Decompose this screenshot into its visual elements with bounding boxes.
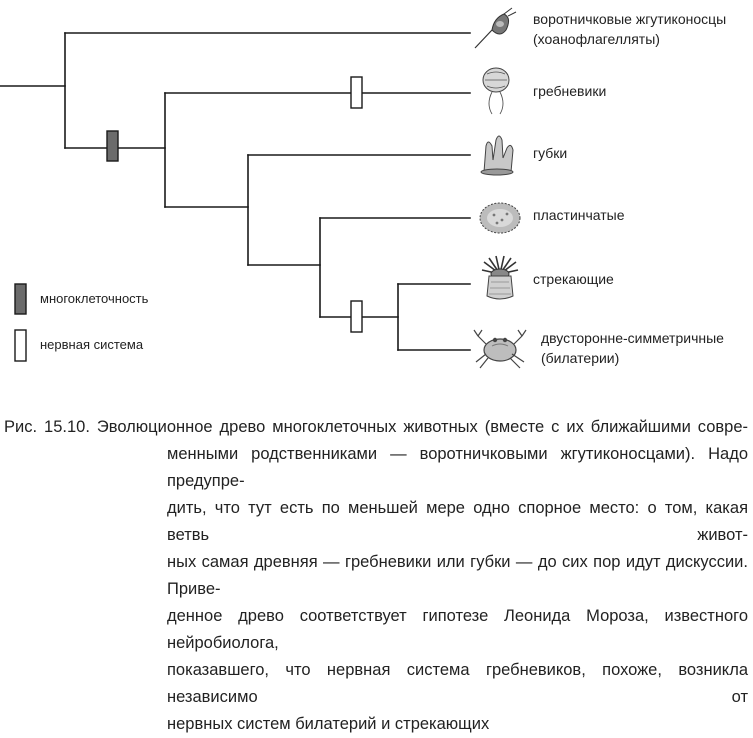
multicellularity-marker — [106, 130, 119, 162]
taxon-label-placozoa: пластинчатые — [533, 207, 625, 223]
taxon-label-sponges: губки — [533, 145, 568, 161]
ctenophore-icon — [482, 67, 510, 115]
taxon-label-ctenophores: гребневики — [533, 83, 607, 99]
caption-label: Рис. 15.10. — [4, 418, 90, 436]
nervous-system-marker-ctenophores — [350, 76, 363, 109]
legend-nervous-system-swatch — [14, 329, 27, 362]
taxon-label-choanoflagellates: воротничковые жгутиконосцы (хоанофлагелл… — [533, 11, 727, 47]
sea-anemone-icon — [481, 255, 519, 300]
caption-line: показавшего, что нервная система гребнев… — [167, 661, 748, 706]
taxon-label-bilaterians: двусторонне-симметричные (билатерии) — [541, 330, 724, 366]
caption-body: менными родственниками — воротничковыми … — [4, 441, 748, 738]
caption-line: Эволюционное древо многоклеточных животн… — [96, 418, 748, 436]
caption-first-line: Рис. 15.10. Эволюционное древо многоклет… — [4, 414, 748, 441]
sponge-icon — [480, 135, 514, 176]
caption-line: денное древо соответствует гипотезе Леон… — [167, 607, 748, 652]
taxon-label-cnidarians: стрекающие — [533, 271, 614, 287]
placozoa-icon — [479, 202, 521, 234]
caption-line: ных самая древняя — гребневики или губки… — [167, 553, 748, 598]
legend-label-nervous-system: нервная система — [40, 337, 144, 352]
caption-line: дить, что тут есть по меньшей мере одно … — [167, 499, 748, 544]
crab-icon — [473, 329, 527, 369]
figure-caption: Рис. 15.10. Эволюционное древо многоклет… — [4, 414, 748, 738]
phylogenetic-tree — [0, 7, 527, 369]
caption-line: нервных систем билатерий и стрекающих — [167, 715, 490, 733]
legend-multicellularity-swatch — [14, 283, 27, 315]
caption-line: менными родственниками — воротничковыми … — [167, 445, 748, 490]
choanoflagellate-icon — [474, 7, 517, 49]
nervous-system-marker-cnidaria-bilateria — [350, 300, 363, 333]
legend-label-multicellularity: многоклеточность — [40, 291, 149, 306]
